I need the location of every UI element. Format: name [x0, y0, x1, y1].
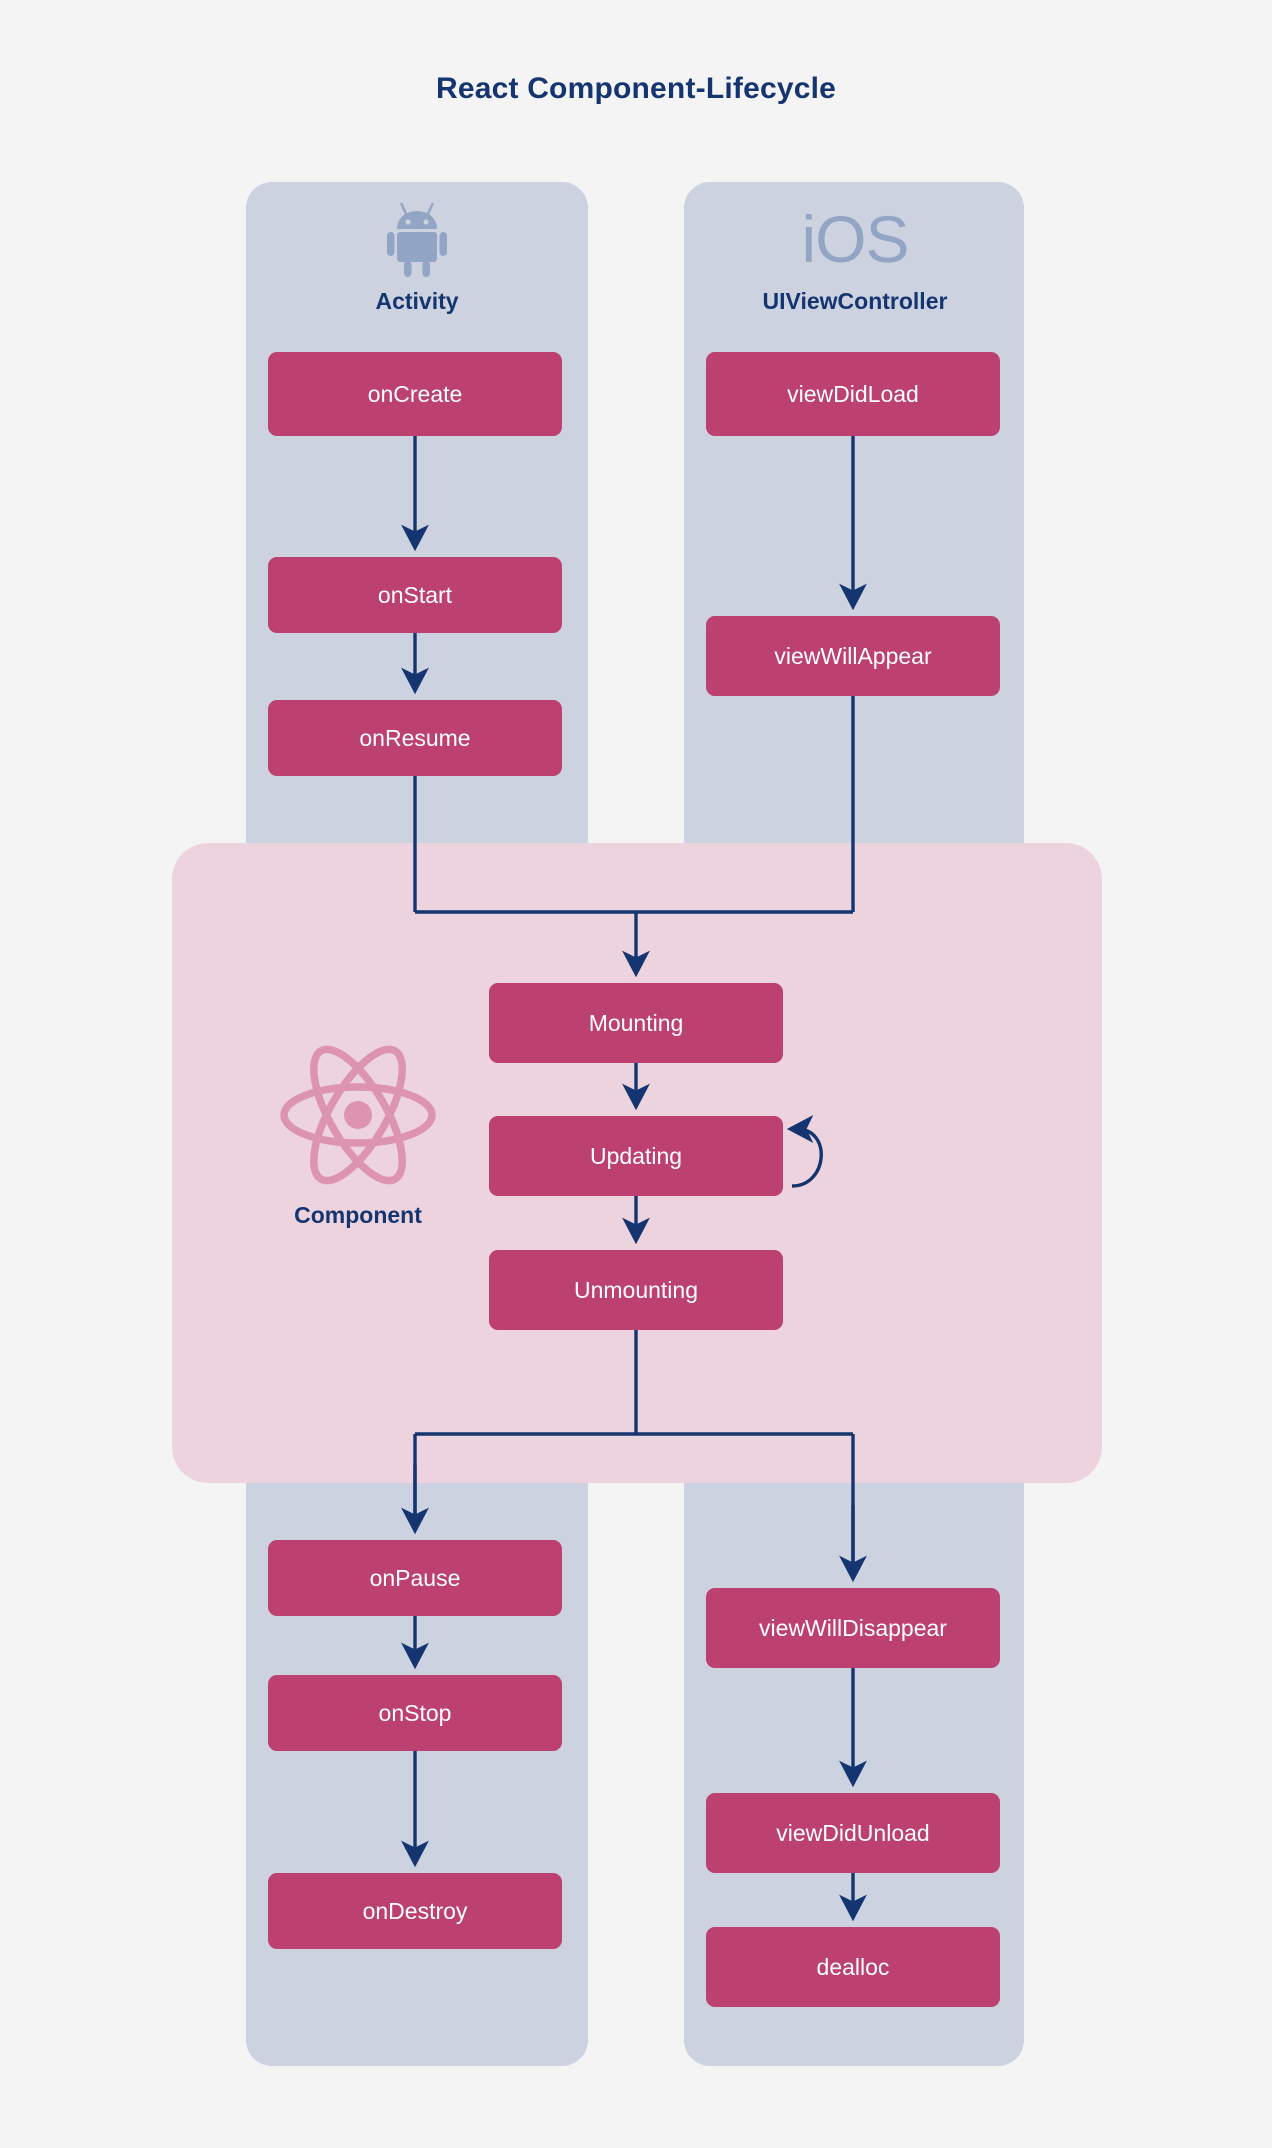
node-oncreate[interactable]: onCreate: [268, 352, 562, 436]
node-onstop[interactable]: onStop: [268, 1675, 562, 1751]
react-component-label: Component: [294, 1202, 422, 1228]
android-platform-header: Activity: [246, 196, 588, 315]
node-ondestroy[interactable]: onDestroy: [268, 1873, 562, 1949]
ios-platform-header: iOS UIViewController: [684, 196, 1026, 315]
node-onpause[interactable]: onPause: [268, 1540, 562, 1616]
react-component-header: Component: [258, 1043, 458, 1229]
ios-wordmark: iOS: [801, 202, 909, 276]
android-platform-label: Activity: [375, 288, 459, 314]
node-viewwilldisappear[interactable]: viewWillDisappear: [706, 1588, 1000, 1668]
ios-logo: iOS: [684, 196, 1026, 282]
node-viewwillappear[interactable]: viewWillAppear: [706, 616, 1000, 696]
node-onresume[interactable]: onResume: [268, 700, 562, 776]
react-atom-icon: [258, 1043, 458, 1192]
node-viewdidload[interactable]: viewDidLoad: [706, 352, 1000, 436]
node-dealloc[interactable]: dealloc: [706, 1927, 1000, 2007]
node-mounting[interactable]: Mounting: [489, 983, 783, 1063]
node-viewdidunload[interactable]: viewDidUnload: [706, 1793, 1000, 1873]
page-title: React Component-Lifecycle: [435, 72, 837, 105]
node-onstart[interactable]: onStart: [268, 557, 562, 633]
ios-platform-label: UIViewController: [762, 288, 948, 314]
node-updating[interactable]: Updating: [489, 1116, 783, 1196]
node-unmounting[interactable]: Unmounting: [489, 1250, 783, 1330]
android-robot-icon: [246, 196, 588, 282]
